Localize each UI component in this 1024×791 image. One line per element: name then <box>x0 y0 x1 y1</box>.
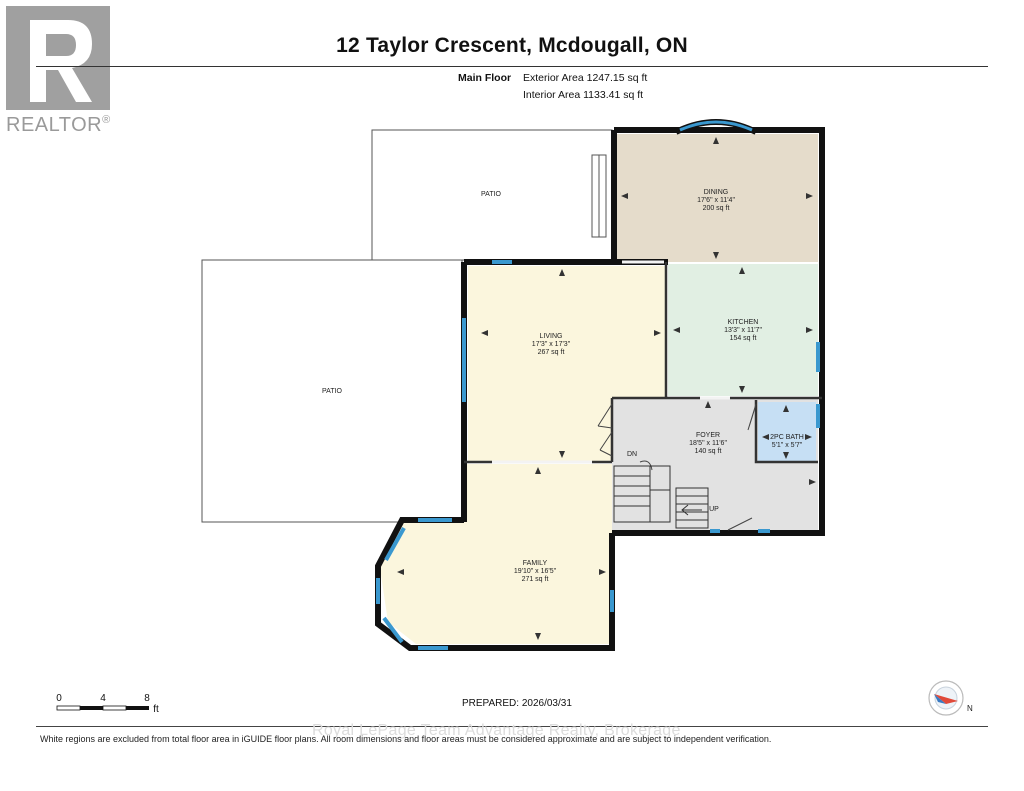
title-divider <box>36 66 988 67</box>
kitchen-area: 154 sq ft <box>730 335 757 342</box>
stairs-down-label: DN <box>627 451 637 458</box>
patio-upper-label: PATIO <box>481 191 502 198</box>
footer-disclaimer: White regions are excluded from total fl… <box>40 734 772 744</box>
compass-label: N <box>967 704 973 713</box>
footer-divider <box>36 726 988 727</box>
kitchen-dims: 13'3" x 11'7" <box>724 327 762 334</box>
foyer-label: FOYER <box>696 432 720 439</box>
family-dims: 19'10" x 16'5" <box>514 568 557 575</box>
foyer-dims: 18'5" x 11'6" <box>689 440 727 447</box>
family-area: 271 sq ft <box>522 576 549 583</box>
scale-bar: 0 4 8 ft <box>56 693 159 715</box>
dining-room <box>616 134 818 262</box>
prepared-date: PREPARED: 2026/03/31 <box>462 698 572 709</box>
stairs <box>613 465 709 529</box>
outer-wall-family <box>375 517 615 651</box>
kitchen-room <box>668 264 818 396</box>
kitchen-label: KITCHEN <box>728 319 759 326</box>
exterior-area: Exterior Area 1247.15 sq ft <box>523 72 648 84</box>
realtor-r-mark-icon <box>6 6 110 110</box>
living-area: 267 sq ft <box>538 349 565 356</box>
brokerage-watermark: Royal LePage Team Advantage Realty, Brok… <box>312 722 681 739</box>
dining-label: DINING <box>704 189 729 196</box>
compass-icon: N <box>928 680 973 716</box>
dining-area: 200 sq ft <box>703 205 730 212</box>
foyer-area: 140 sq ft <box>695 448 722 455</box>
floor-name: Main Floor <box>458 72 512 84</box>
interior-area: Interior Area 1133.41 sq ft <box>523 89 644 101</box>
scale-unit: ft <box>153 704 159 715</box>
scale-tick-8: 8 <box>144 693 150 704</box>
family-room <box>380 464 612 644</box>
bath-dims: 5'1" x 5'7" <box>772 442 803 449</box>
dining-dims: 17'6" x 11'4" <box>697 197 735 204</box>
realtor-logo-text: REALTOR <box>6 114 103 136</box>
patio-lower-label: PATIO <box>322 388 343 395</box>
living-dims: 17'3" x 17'3" <box>532 341 571 348</box>
family-label: FAMILY <box>523 560 548 567</box>
page-title: 12 Taylor Crescent, Mcdougall, ON <box>336 34 688 57</box>
scale-tick-0: 0 <box>56 693 62 704</box>
scale-tick-4: 4 <box>100 693 106 704</box>
living-label: LIVING <box>540 333 563 340</box>
stairs-up-label: UP <box>709 506 719 513</box>
bath-label: 2PC BATH <box>770 434 804 441</box>
